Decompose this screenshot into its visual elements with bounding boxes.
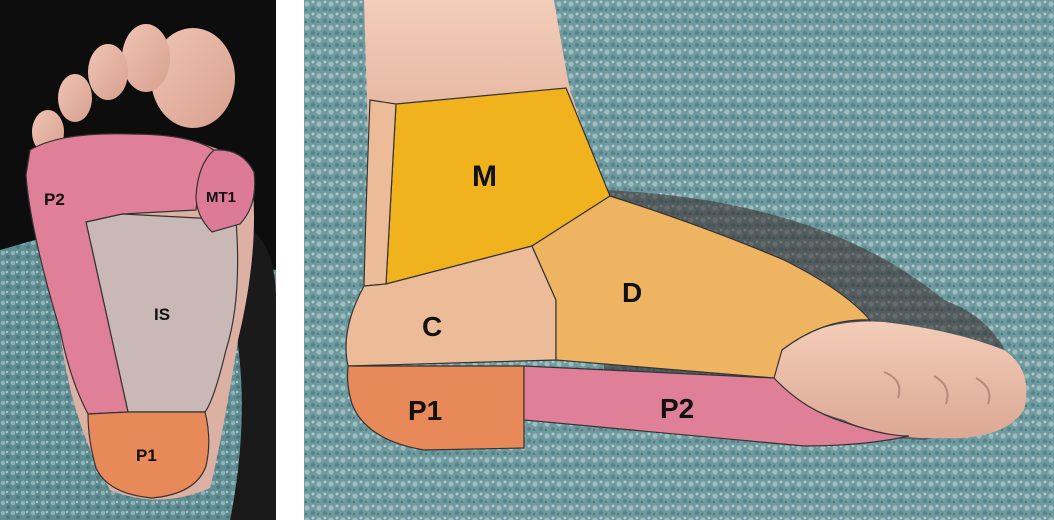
label-is: IS — [154, 305, 170, 324]
label-mt1: MT1 — [206, 189, 236, 206]
label-p2: P2 — [660, 393, 694, 424]
label-p1: P1 — [408, 395, 442, 426]
lateral-view-panel: M C D P1 P2 — [304, 0, 1054, 520]
third-toe — [88, 44, 128, 100]
label-p2: P2 — [44, 190, 65, 209]
label-p1: P1 — [136, 446, 157, 465]
fourth-toe — [58, 74, 92, 122]
plantar-view-image: P2 MT1 IS P1 — [0, 0, 276, 520]
label-m: M — [472, 160, 497, 193]
lateral-view-image: M C D P1 P2 — [304, 0, 1054, 520]
label-c: C — [422, 311, 442, 342]
plantar-view-panel: P2 MT1 IS P1 — [0, 0, 276, 520]
label-d: D — [622, 277, 642, 308]
second-toe — [122, 24, 170, 92]
